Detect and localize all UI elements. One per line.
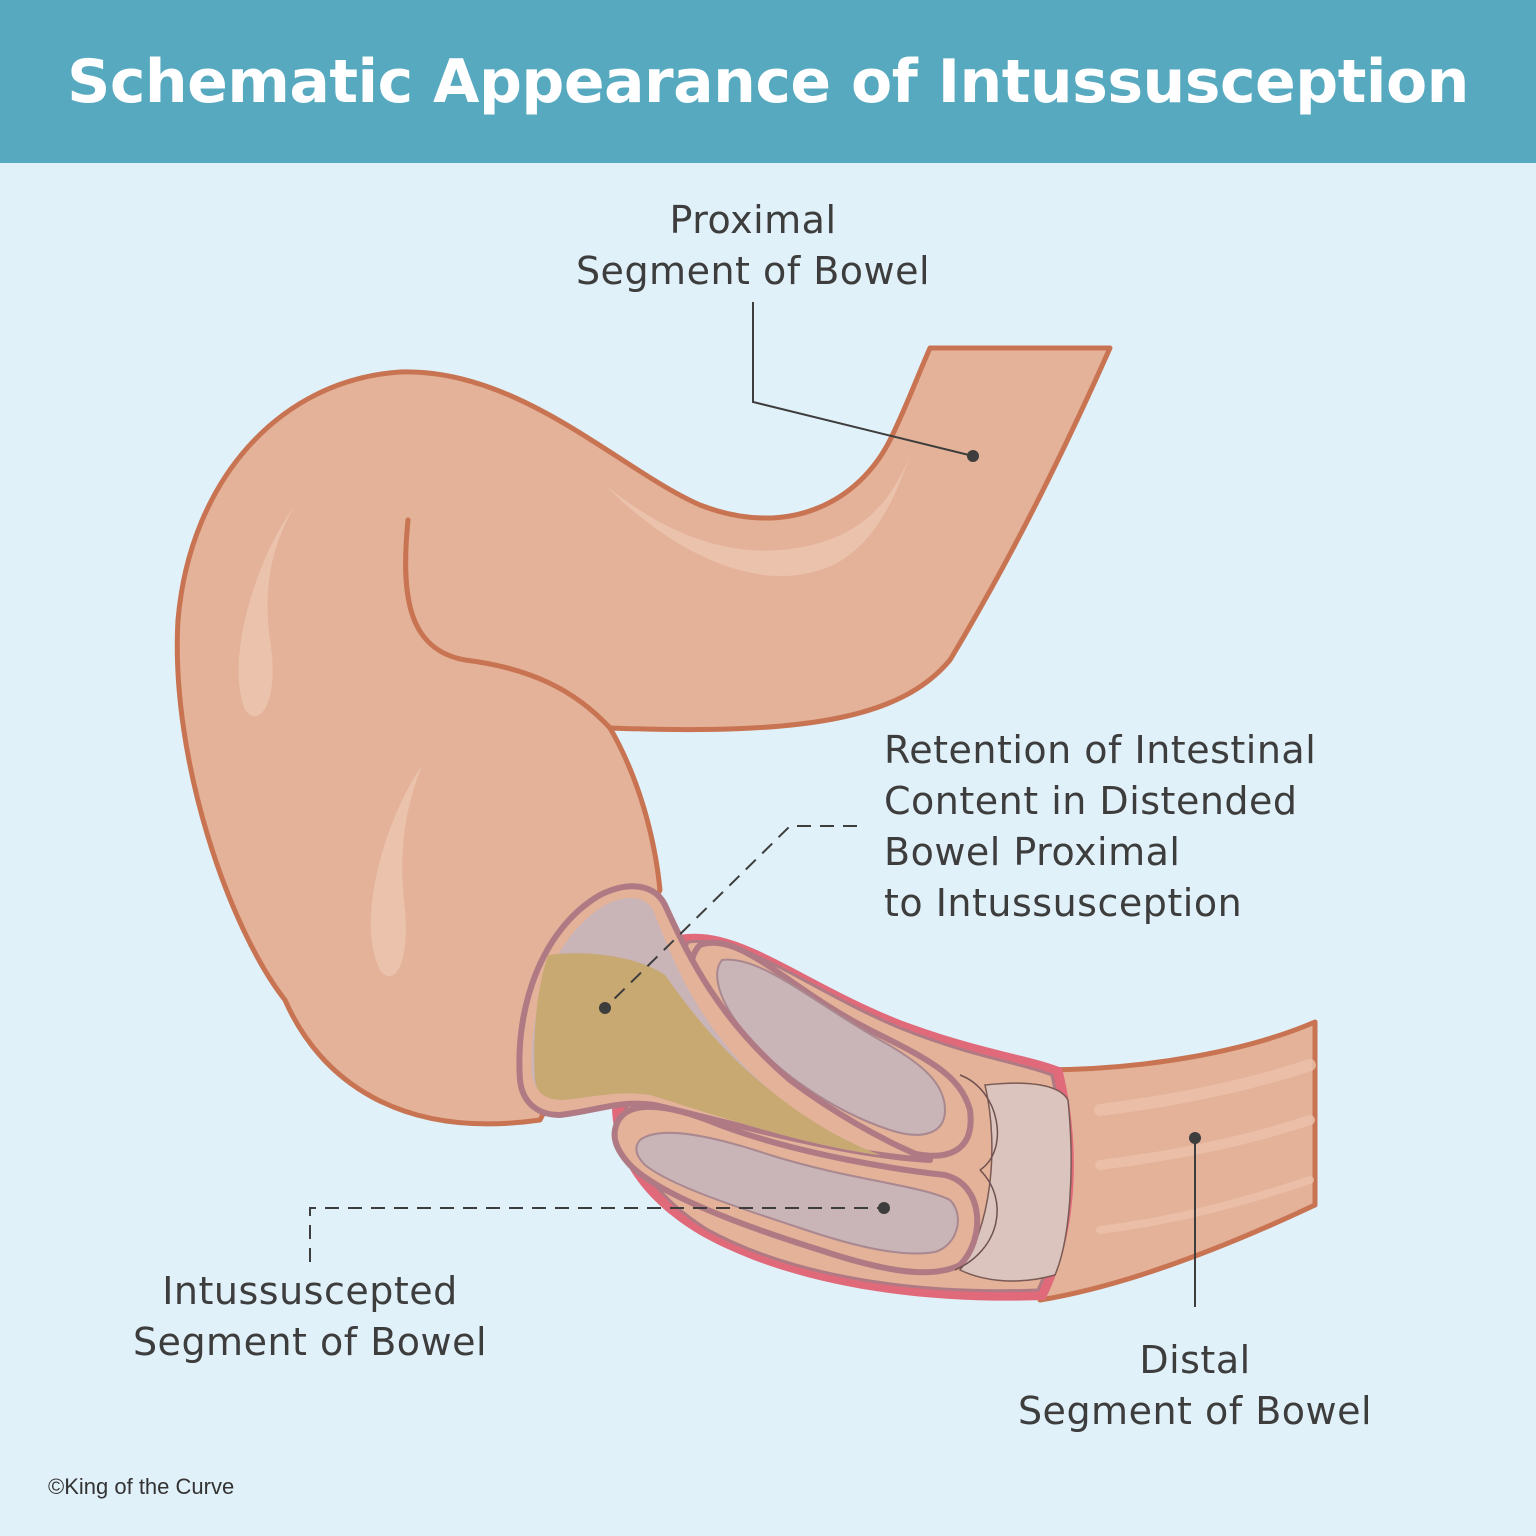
proximal-marker [967, 450, 979, 462]
intussuscepted-label-line-2: Segment of Bowel [132, 1320, 488, 1364]
proximal-label: Proximal Segment of Bowel [553, 195, 953, 297]
intussusception-section [516, 883, 1074, 1301]
proximal-leader [752, 302, 974, 457]
distal-label-line-2: Segment of Bowel [1017, 1389, 1373, 1433]
leader-lines [309, 302, 1201, 1307]
intussuscepted-label-line-1: Intussuscepted [162, 1269, 458, 1313]
retention-marker [599, 1002, 611, 1014]
proximal-label-line-2: Segment of Bowel [575, 249, 931, 293]
retention-label: Retention of Intestinal Content in Diste… [884, 725, 1484, 929]
distal-label-line-1: Distal [1139, 1338, 1251, 1382]
distal-marker [1189, 1132, 1201, 1144]
page-title: Schematic Appearance of Intussusception [67, 46, 1469, 117]
retention-label-line-4: to Intussusception [884, 881, 1243, 925]
intussuscepted-leader [309, 1207, 884, 1262]
retention-label-line-3: Bowel Proximal [884, 830, 1181, 874]
distal-label: Distal Segment of Bowel [995, 1335, 1395, 1437]
proximal-bowel [174, 345, 1113, 1127]
retention-label-line-1: Retention of Intestinal [884, 728, 1317, 772]
title-banner: Schematic Appearance of Intussusception [0, 0, 1536, 163]
retention-leader [604, 825, 857, 1009]
proximal-label-line-1: Proximal [669, 198, 837, 242]
distal-bowel [1037, 1019, 1318, 1303]
intussuscepted-label: Intussuscepted Segment of Bowel [110, 1266, 510, 1368]
retention-label-line-2: Content in Distended [884, 779, 1298, 823]
intussuscepted-marker [878, 1202, 890, 1214]
copyright-text: ©King of the Curve [48, 1474, 235, 1499]
